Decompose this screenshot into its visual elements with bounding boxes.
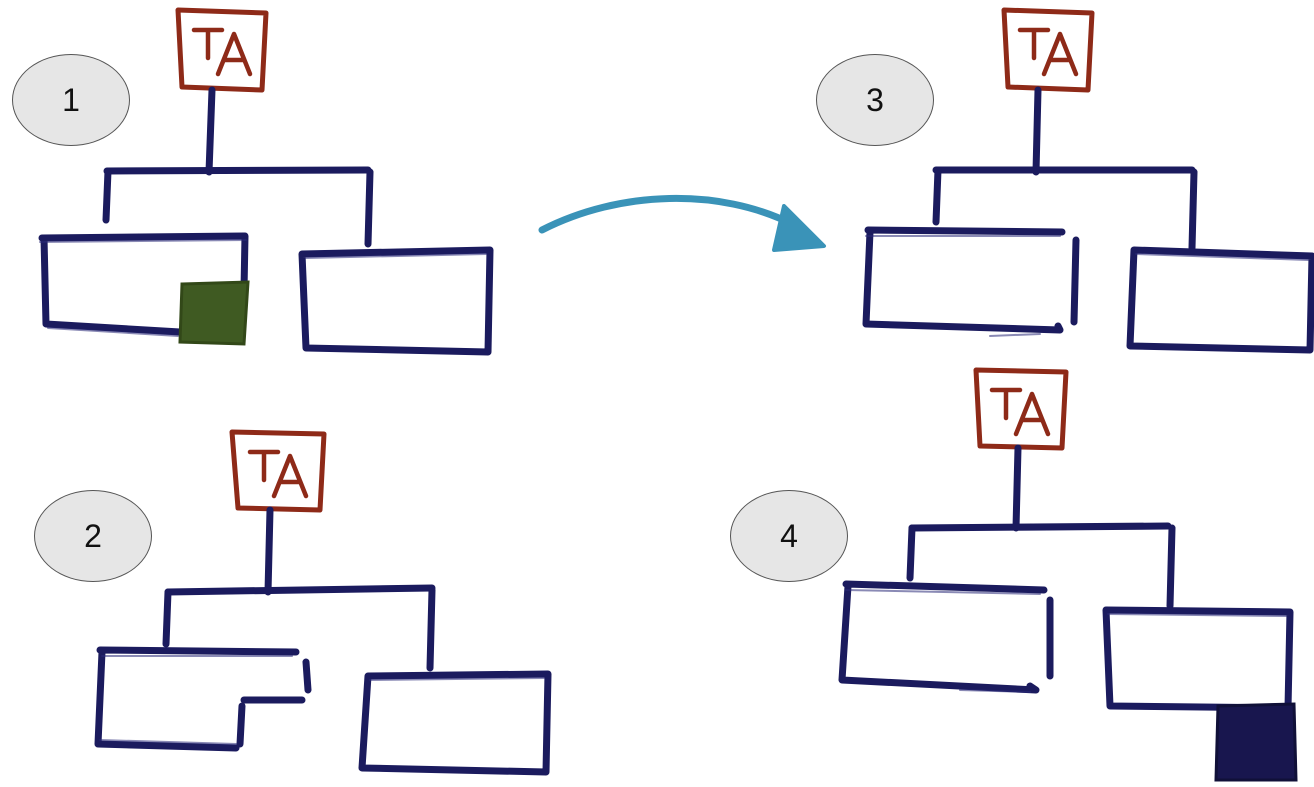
tree-diagram-3 [862,7,1314,354]
step-3-label: 3 [866,81,884,118]
step-1-label: 1 [62,81,80,118]
step-4-circle: 4 [730,490,848,582]
step-2-label: 2 [84,517,102,554]
ta-badge-icon [1001,7,1095,93]
ta-badge-icon [175,7,269,93]
tree-diagram-1 [38,7,494,356]
ta-badge-icon [973,367,1069,451]
curved-arrow-icon [538,194,826,252]
step-3-circle: 3 [816,54,934,146]
tree-diagram-2 [94,429,552,776]
ta-badge-icon [229,429,327,513]
highlight-square-navy [1214,702,1298,782]
step-1-circle: 1 [12,54,130,146]
tree-diagram-4 [838,367,1298,782]
step-4-label: 4 [780,517,798,554]
highlight-square-green [178,280,250,346]
step-2-circle: 2 [34,490,152,582]
